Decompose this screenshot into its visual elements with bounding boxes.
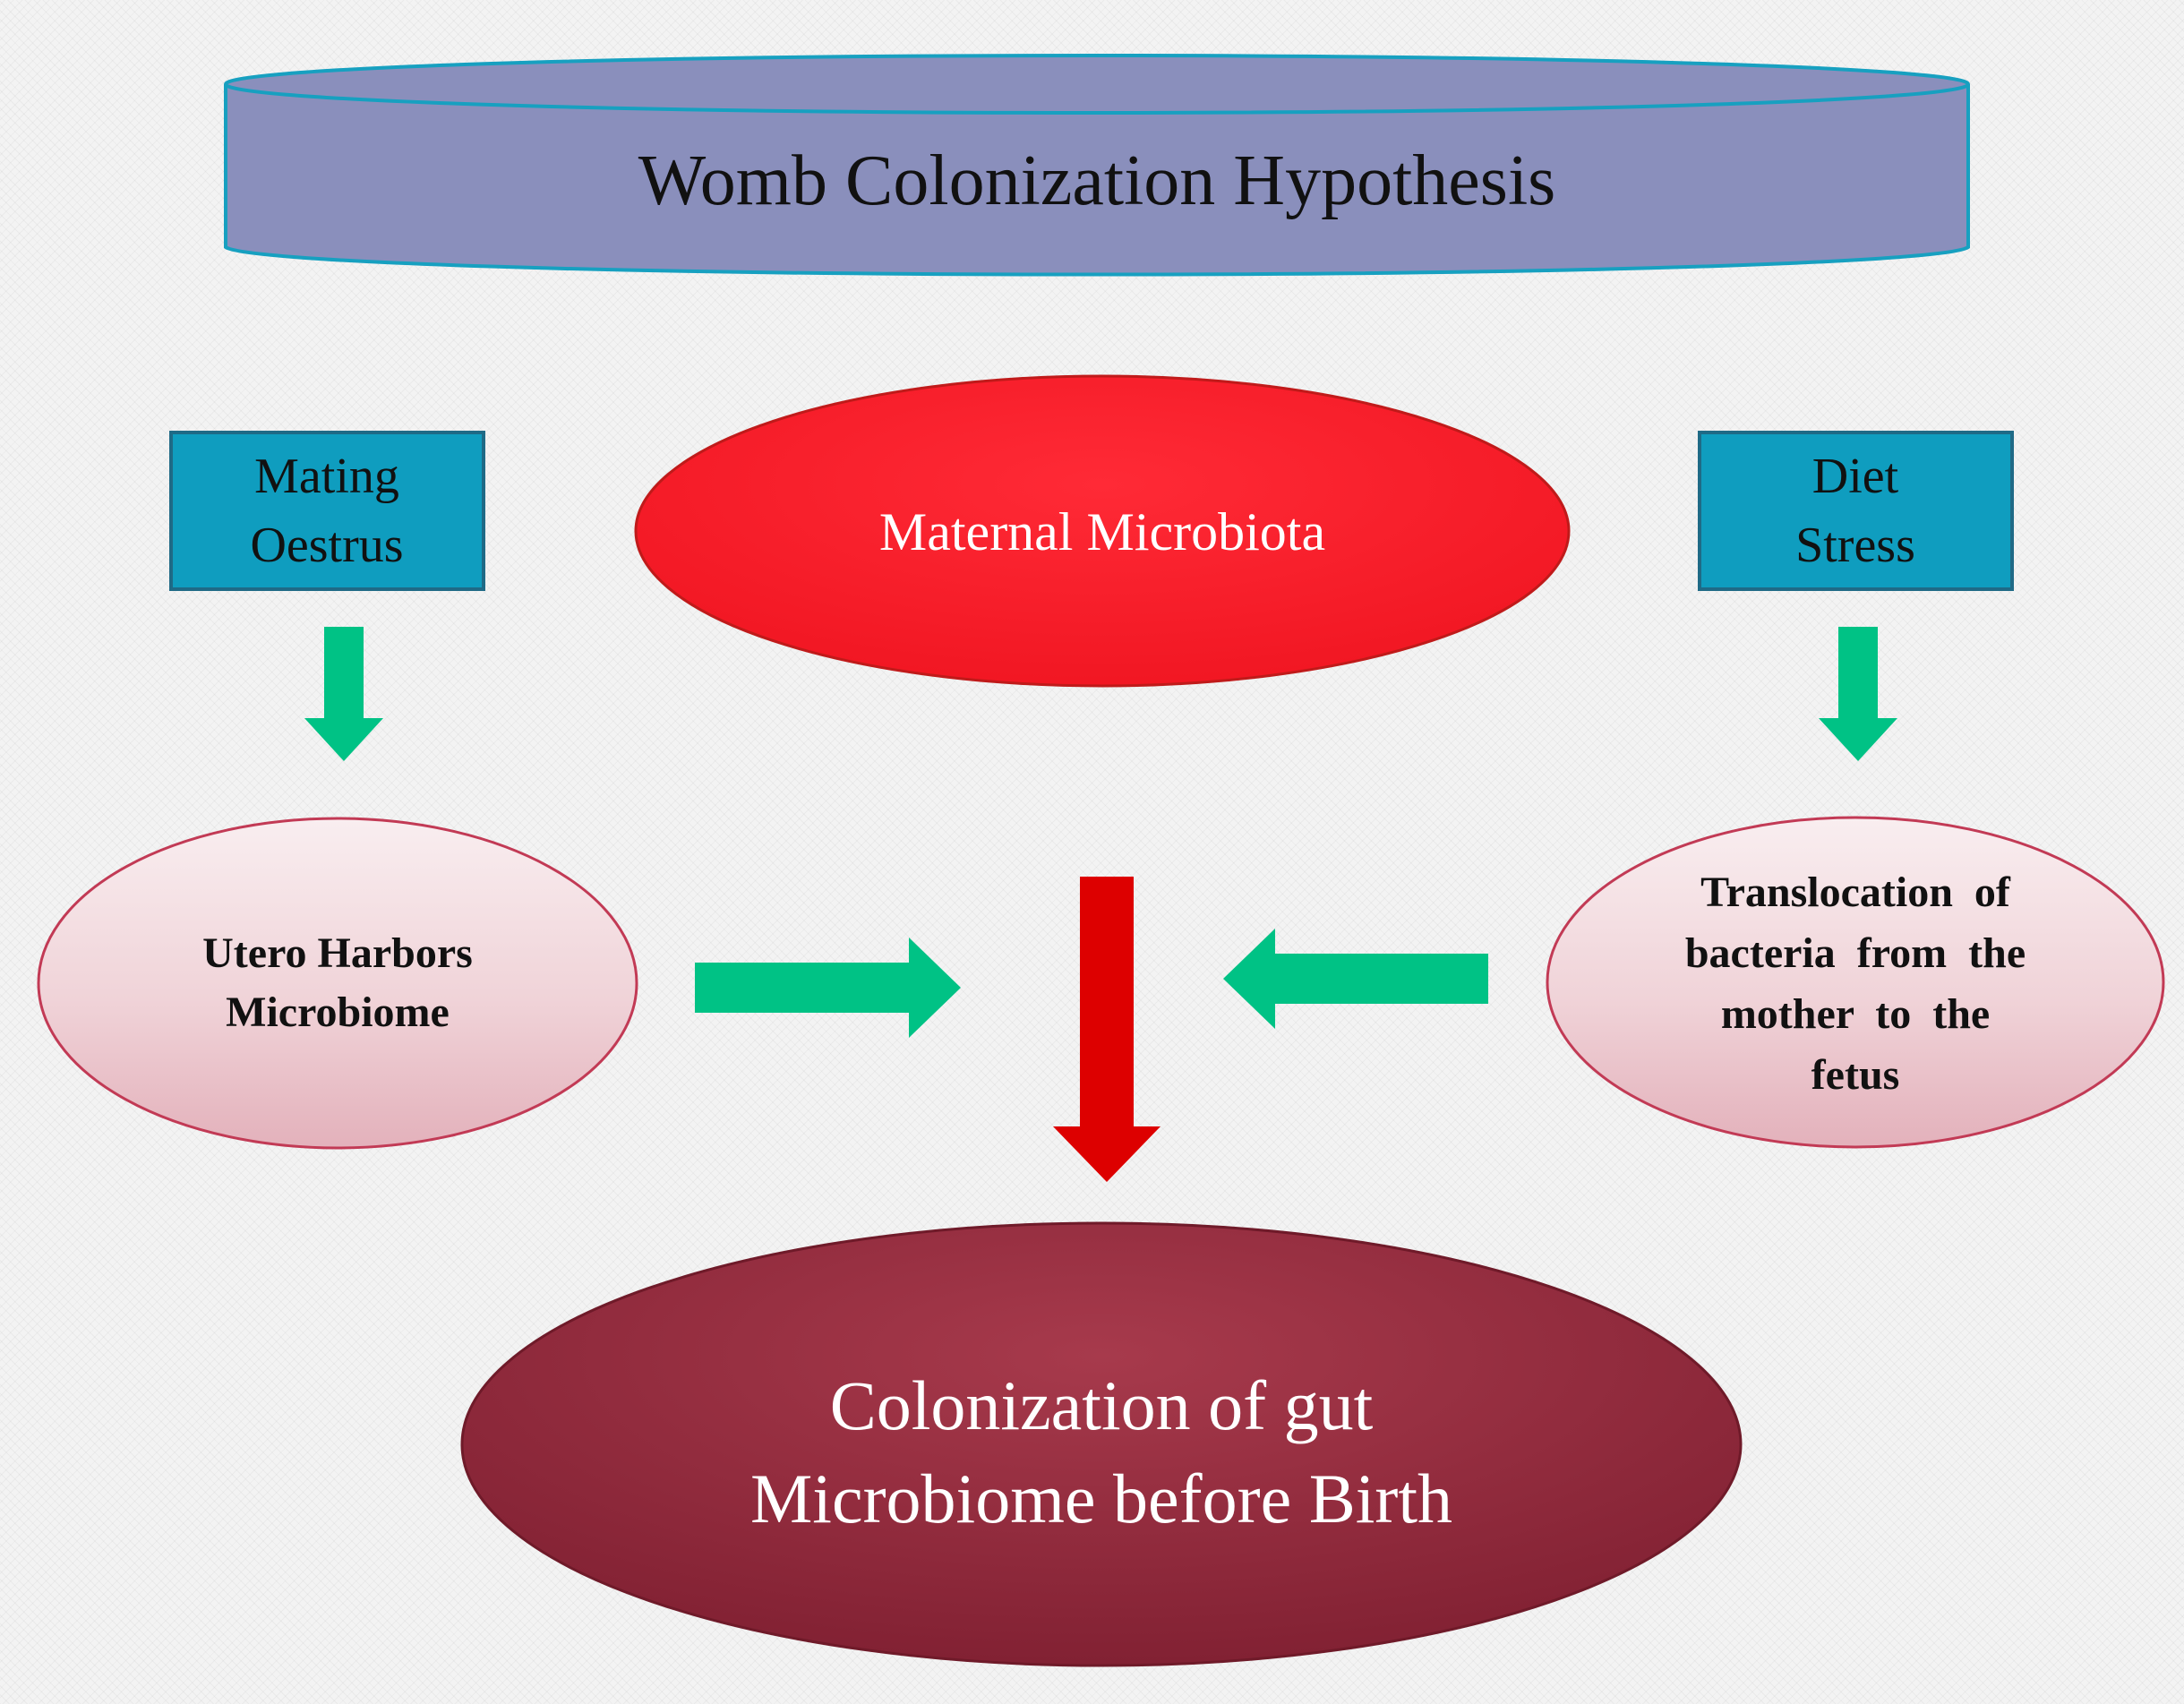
factor-box-right-rect [1698,431,2014,591]
translocation-oval [1546,816,2165,1149]
translocation-node: Translocation of bacteria from the mothe… [1546,816,2165,1149]
result-node: Colonization of gut Microbiome before Bi… [460,1221,1743,1667]
result-label-line2: Microbiome before Birth [750,1460,1452,1537]
factor-label-mating: Mating [254,449,399,504]
utero-label-line1: Utero Harbors [202,929,473,977]
factor-box-left-rect [169,431,485,591]
title-cylinder-top [224,54,1970,115]
title-banner: Womb Colonization Hypothesis [224,54,1970,277]
maternal-microbiota-ellipse [634,374,1571,688]
utero-microbiome-node: Utero Harbors Microbiome [37,817,638,1150]
maternal-microbiota-label: Maternal Microbiota [879,502,1325,561]
maternal-microbiota-node: Maternal Microbiota [634,374,1571,688]
factor-box-left: Mating Oestrus [169,431,485,591]
arrow-down-red [1053,877,1161,1182]
factor-label-diet: Diet [1812,449,1899,504]
translocation-label-line4: fetus [1811,1051,1900,1099]
translocation-label-line1: Translocation of [1700,869,2011,916]
arrow-left-from-translocation [1223,929,1488,1029]
result-label-line1: Colonization of gut [830,1366,1374,1444]
translocation-label-line3: mother to the [1721,990,1990,1038]
arrow-right-from-utero [695,938,961,1038]
utero-microbiome-oval [37,817,638,1150]
factor-box-right: Diet Stress [1698,431,2014,591]
result-ellipse [460,1221,1743,1667]
factor-label-stress: Stress [1795,518,1915,573]
factor-label-oestrus: Oestrus [250,518,403,573]
translocation-label-line2: bacteria from the [1685,929,2026,977]
title-cylinder-body [224,84,1970,277]
arrow-down-right [1819,627,1897,761]
title-text: Womb Colonization Hypothesis [638,141,1556,220]
utero-label-line2: Microbiome [226,989,450,1036]
arrow-down-left [304,627,383,761]
